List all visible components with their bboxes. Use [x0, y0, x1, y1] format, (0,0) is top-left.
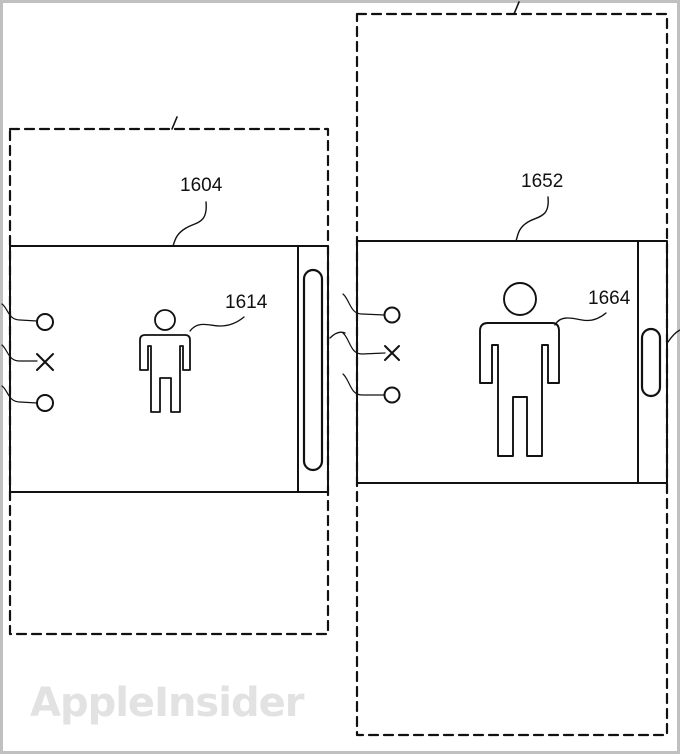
left-top-leader [171, 116, 178, 130]
right-x-icon[interactable] [384, 345, 400, 361]
label-1604: 1604 [180, 175, 223, 196]
left-scroll-leader [329, 331, 346, 339]
left-person-leader [189, 316, 245, 332]
right-icon-leader-1 [342, 293, 385, 316]
left-icon-leader-3 [1, 385, 38, 404]
left-circle-icon-bottom[interactable] [36, 394, 54, 412]
right-person-leader [554, 312, 607, 326]
right-top-leader [513, 1, 520, 15]
right-scroll-pill[interactable] [640, 327, 662, 398]
left-dashed-boundary [8, 127, 330, 636]
left-x-icon[interactable] [36, 353, 54, 371]
watermark: AppleInsider [30, 680, 304, 726]
right-icon-leader-3 [342, 373, 385, 396]
left-icon-leader-1 [1, 303, 38, 322]
right-dashed-boundary [355, 12, 669, 737]
right-circle-icon-bottom[interactable] [383, 386, 401, 404]
right-display-panel [356, 240, 668, 484]
left-scroll-pill[interactable] [302, 268, 324, 472]
right-person-icon [479, 282, 560, 457]
left-circle-icon-top[interactable] [36, 313, 54, 331]
left-display-panel [9, 245, 329, 493]
label-1664: 1664 [588, 288, 631, 309]
right-icon-leader-2 [342, 332, 386, 355]
right-display-leader [515, 196, 549, 242]
left-person-icon [139, 309, 191, 413]
right-scroll-leader [667, 329, 680, 343]
label-1652: 1652 [521, 171, 563, 192]
left-display-leader [172, 201, 207, 247]
left-device [1, 116, 346, 636]
label-1614: 1614 [225, 292, 268, 313]
left-icon-leader-2 [1, 344, 38, 362]
right-circle-icon-top[interactable] [383, 306, 401, 324]
right-device [342, 1, 680, 737]
